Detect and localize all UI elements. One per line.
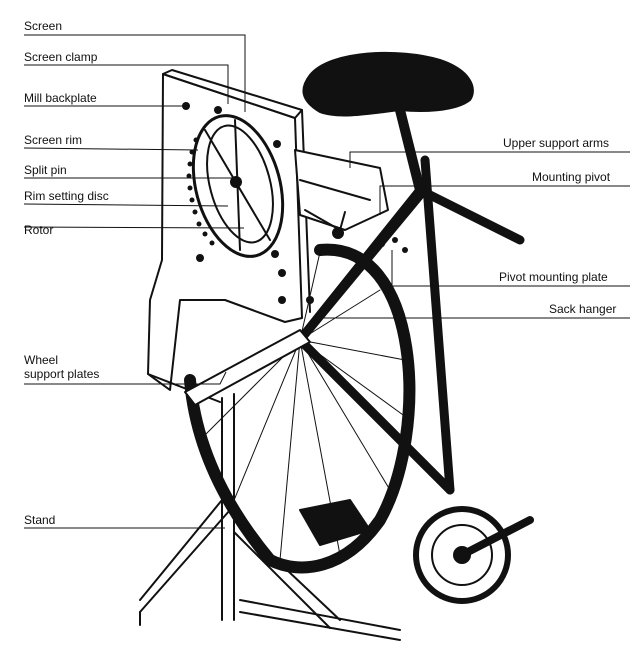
label-upper-support-arms: Upper support arms (503, 136, 610, 150)
label-screen-rim: Screen rim (24, 133, 83, 147)
wheel-support-plates (184, 329, 311, 406)
pedal (299, 499, 371, 546)
label-mounting-pivot: Mounting pivot (532, 170, 611, 184)
rear-tyre (264, 243, 416, 574)
upper-support-arms (294, 149, 389, 231)
bicycle-frame (295, 155, 525, 495)
label-stand: Stand (24, 513, 56, 527)
label-rim-setting-disc: Rim setting disc (24, 189, 109, 203)
label-rotor: Rotor (24, 223, 54, 237)
label-wheel: Wheel (24, 353, 59, 367)
label-sack-hanger: Sack hanger (549, 302, 617, 316)
label-screen-clamp: Screen clamp (24, 50, 98, 64)
stand (139, 393, 401, 641)
chainring (413, 506, 511, 604)
saddle-post (395, 105, 425, 195)
leader-lines (23, 34, 630, 529)
label-screen: Screen (24, 19, 63, 33)
label-mill-backplate: Mill backplate (24, 91, 97, 105)
bolts (182, 102, 286, 304)
label-split-pin: Split pin (24, 163, 67, 177)
saddle (302, 51, 474, 117)
label-pivot-mounting-plate: Pivot mounting plate (499, 270, 608, 284)
rim-holes (186, 137, 215, 246)
label-support-plates: support plates (24, 367, 100, 381)
